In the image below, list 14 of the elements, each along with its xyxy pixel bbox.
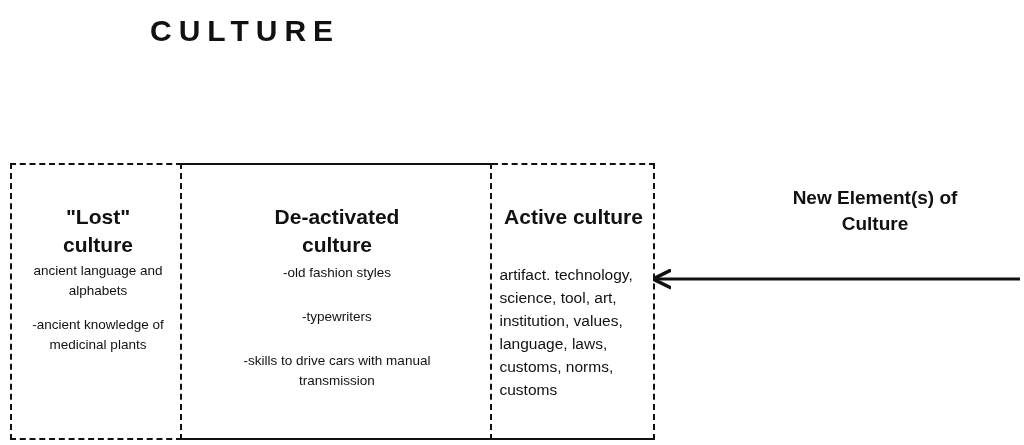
column-heading: "Lost" culture bbox=[62, 204, 134, 258]
column-body-text: artifact. technology, science, tool, art, institution, values, language, laws, customs, norms, customs bbox=[499, 265, 634, 400]
column-body-text: ancient language and alphabets bbox=[32, 262, 164, 300]
arrow bbox=[651, 268, 1020, 290]
column-body-text: -skills to drive cars with manual transmission bbox=[242, 352, 432, 390]
culture-column bbox=[492, 163, 655, 440]
culture-column bbox=[182, 163, 492, 440]
column-heading: Active culture bbox=[503, 204, 644, 230]
column-body-text: -typewriters bbox=[301, 308, 373, 326]
column-body-text: -ancient knowledge of medicinal plants bbox=[31, 316, 165, 354]
column-body-text: -old fashion styles bbox=[281, 264, 393, 282]
culture-column bbox=[10, 163, 182, 440]
diagram-title: CULTURE bbox=[150, 14, 341, 48]
column-heading: De-activated culture bbox=[273, 204, 401, 258]
